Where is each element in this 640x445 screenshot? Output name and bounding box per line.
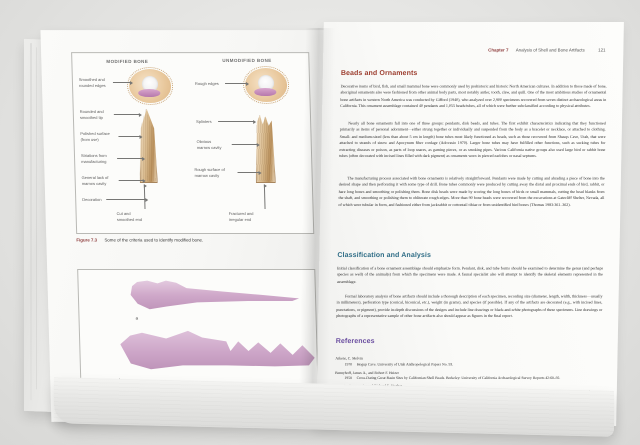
running-head-page-number: 121	[597, 48, 606, 53]
modified-bone-striation-texture	[138, 109, 156, 181]
running-head: Chapter 7 Analysis of Shell and Bone Art…	[488, 48, 605, 53]
leader-line	[112, 82, 131, 84]
leader-line	[231, 144, 258, 146]
reference-text: Hogup Cave. University of Utah Anthropol…	[356, 361, 454, 367]
reference-year: 1970	[344, 361, 353, 367]
open-book: MODIFIED BONE UNMODIFIED BONE	[24, 12, 624, 437]
figure-7-3-caption-text: Some of the criteria used to identify mo…	[104, 237, 204, 243]
figure-7-3-box: MODIFIED BONE UNMODIFIED BONE	[71, 52, 315, 234]
paragraph-beads-2: Nearly all bone ornaments fall into one …	[339, 121, 606, 159]
heading-references: References	[335, 337, 375, 346]
reference-text: Cross-Dating Great Basin Sites by Califo…	[356, 375, 561, 381]
leader-line	[106, 199, 147, 201]
bone-tool-a-illustration	[128, 280, 299, 314]
leader-line	[263, 185, 266, 210]
leader-line	[237, 172, 260, 174]
reference-entry: 1958 Cross-Dating Great Basin Sites by Ca…	[335, 376, 601, 382]
bone-tool-a-label: a	[135, 315, 139, 321]
label-rough-edges: Rough edges	[194, 81, 219, 87]
figure-7-3-caption-label: Figure 7.3	[76, 237, 98, 243]
heading-classification-and-analysis: Classification and Analysis	[337, 251, 432, 260]
figure-7-3-caption: Figure 7.3 Some of the criteria used to …	[76, 238, 203, 244]
modified-bone-cross-section	[126, 67, 174, 106]
leader-line	[118, 136, 141, 138]
leader-line	[225, 83, 248, 85]
leader-line	[117, 158, 144, 160]
bone-tool-b-illustration	[114, 328, 315, 376]
running-head-title: Analysis of Shell and Bone Artifacts	[515, 48, 585, 53]
paragraph-classification-1: Initial classification of a bone ornamen…	[336, 265, 604, 284]
label-polished-surface: Polished surface(from use)	[80, 131, 110, 142]
left-page: MODIFIED BONE UNMODIFIED BONE	[40, 30, 336, 422]
paragraph-beads-3: The manufacturing process associated wit…	[338, 176, 605, 207]
leader-line	[218, 121, 255, 123]
leader-line	[113, 114, 140, 116]
reference-year: 1958	[344, 375, 352, 381]
right-page: Chapter 7 Analysis of Shell and Bone Art…	[316, 22, 624, 426]
unmodified-bone-heading: UNMODIFIED BONE	[222, 58, 272, 64]
paragraph-beads-1: Decorative items of bird, fish, and smal…	[340, 84, 607, 109]
figure-7-4-box: a b	[77, 268, 319, 393]
paragraph-classification-2: Formal laboratory analysis of bone artif…	[336, 293, 603, 319]
heading-beads-and-ornaments: Beads and Ornaments	[340, 70, 418, 78]
label-splinters: Splinters	[196, 119, 212, 125]
running-head-chapter: Chapter 7	[488, 48, 509, 53]
leader-line	[118, 180, 144, 182]
label-decoration: Decoration	[82, 197, 102, 203]
unmodified-bone-cross-section	[242, 66, 290, 105]
modified-bone-heading: MODIFIED BONE	[106, 59, 149, 65]
